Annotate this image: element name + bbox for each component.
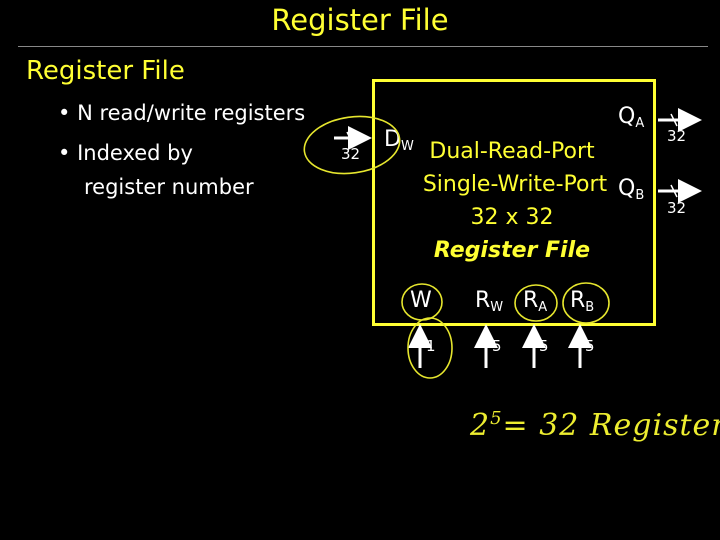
bullet-text: Indexed by <box>77 141 193 165</box>
box-line-register-file: Register File <box>433 238 591 263</box>
box-line-size: 32 x 32 <box>470 205 554 230</box>
port-w: W <box>410 288 432 313</box>
port-rw: RW <box>475 288 504 315</box>
dw-highlight-circle <box>303 115 401 175</box>
port-dw: DW <box>384 127 414 154</box>
title-divider <box>18 46 708 47</box>
w-width-highlight-circle <box>407 317 453 379</box>
register-file-box <box>372 79 656 326</box>
port-qb-width: 32 <box>667 199 687 217</box>
bullet-text: N read/write registers <box>77 101 306 125</box>
slide-title: Register File <box>271 3 449 37</box>
bullet-2-continued: register number <box>84 175 254 199</box>
port-qb: QB <box>618 176 645 203</box>
handwritten-annotation: 25= 32 Registers <box>470 408 720 443</box>
box-line-dual-read: Dual-Read-Port <box>429 139 595 164</box>
bullet-2: • Indexed by <box>58 141 193 165</box>
port-rb: RB <box>570 288 595 315</box>
rb-highlight-circle <box>562 282 610 324</box>
ra-highlight-circle <box>514 284 558 322</box>
port-qa: QA <box>618 104 645 131</box>
bullet-1: • N read/write registers <box>58 101 306 125</box>
slide-subtitle: Register File <box>26 56 185 86</box>
box-line-single-write: Single-Write-Port <box>422 172 608 197</box>
port-ra: RA <box>523 288 548 315</box>
w-highlight-circle <box>401 283 443 321</box>
